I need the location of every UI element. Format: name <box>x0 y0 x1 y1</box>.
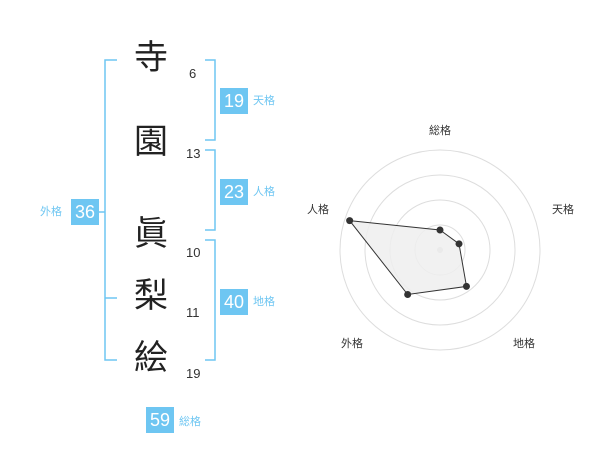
stroke-count-3: 10 <box>186 245 201 260</box>
tenkaku-value: 19 <box>220 88 248 114</box>
jinkaku-bracket <box>205 149 216 231</box>
stroke-count-5: 19 <box>186 366 201 381</box>
radar-point-1 <box>436 226 444 234</box>
radar-axis-label-jinkaku: 人格 <box>307 203 329 216</box>
name-char-2: 園 <box>134 122 168 162</box>
radar-point-2 <box>455 240 463 248</box>
gaikaku-label: 外格 <box>40 205 62 218</box>
chikaku-value: 40 <box>220 289 248 315</box>
radar-axis-label-soukaku: 総格 <box>429 124 451 137</box>
stroke-count-1: 6 <box>189 66 197 81</box>
radar-polygon <box>348 219 468 296</box>
radar-axis-label-gaikaku: 外格 <box>341 337 363 350</box>
radar-point-5 <box>346 217 354 225</box>
radar-axis-label-tenkaku: 天格 <box>552 203 574 216</box>
chikaku-bracket <box>205 239 216 361</box>
tenkaku-label: 天格 <box>253 94 275 107</box>
gaikaku-bracket <box>104 59 117 361</box>
gaikaku-value: 36 <box>71 199 99 225</box>
radar-ring-4 <box>339 149 541 351</box>
radar-point-4 <box>404 290 412 298</box>
name-char-4: 梨 <box>134 276 168 316</box>
name-char-5: 絵 <box>134 338 168 378</box>
chikaku-label: 地格 <box>253 295 275 308</box>
name-char-1: 寺 <box>134 38 168 78</box>
radar-point-3 <box>462 282 470 290</box>
stroke-count-4: 11 <box>186 305 200 320</box>
radar-axis-label-chikaku: 地格 <box>513 337 535 350</box>
jinkaku-value: 23 <box>220 179 248 205</box>
soukaku-value: 59 <box>146 407 174 433</box>
name-char-3: 眞 <box>134 214 168 254</box>
radar-ring-3 <box>364 174 516 326</box>
tenkaku-bracket <box>205 59 216 141</box>
soukaku-label: 総格 <box>179 415 201 428</box>
jinkaku-label: 人格 <box>253 185 275 198</box>
stroke-count-2: 13 <box>186 146 201 161</box>
